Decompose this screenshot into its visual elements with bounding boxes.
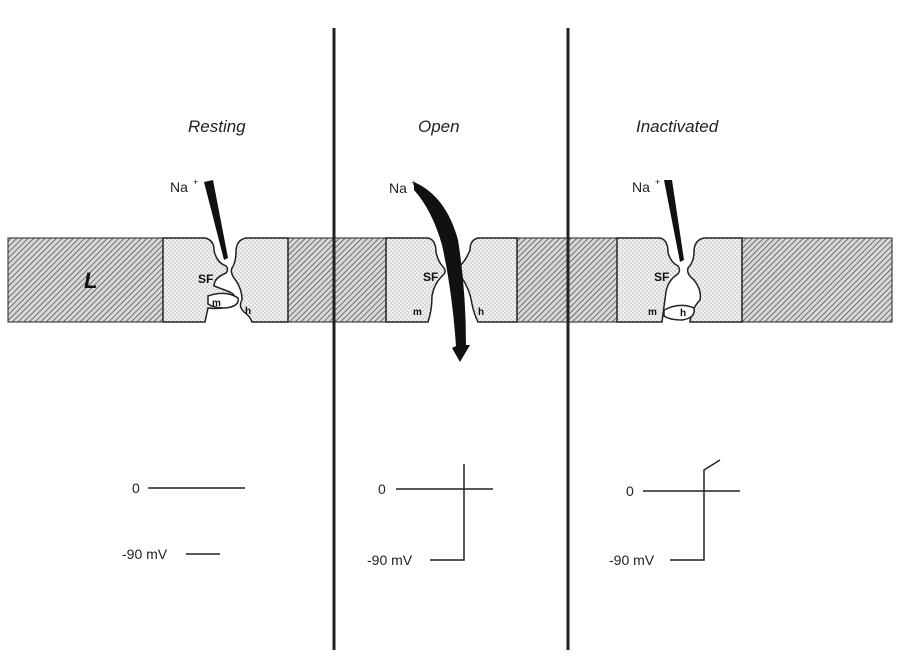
channel-protein-left (616, 237, 681, 323)
na-ion-charge: + (193, 177, 198, 187)
selectivity-filter-label: SF (423, 270, 438, 284)
selectivity-filter-label: SF (654, 270, 669, 284)
lipid-bilayer-left (7, 237, 164, 323)
voltage-trace-open: 0 -90 mV (367, 464, 493, 568)
lipid-bilayer-right (741, 237, 893, 323)
voltage-trace-resting: 0 -90 mV (122, 480, 245, 562)
lipid-bilayer-segment-1 (287, 237, 387, 323)
h-gate (663, 304, 695, 321)
na-ion-label: Na (632, 179, 650, 195)
minus90-mv-label: -90 mV (122, 546, 168, 562)
panel-title-inactivated: Inactivated (636, 117, 719, 136)
na-ion-label: Na (389, 180, 407, 196)
membrane-label: L (84, 268, 97, 293)
m-gate (207, 292, 239, 309)
minus90-mv-label: -90 mV (367, 552, 413, 568)
h-gate-label: h (245, 306, 251, 317)
panel-title-resting: Resting (188, 117, 246, 136)
h-gate-label: h (680, 308, 686, 319)
channel-protein-right (686, 237, 743, 323)
na-ion-charge: + (411, 178, 416, 188)
channel-protein-left (385, 237, 446, 323)
channel-inactivated: Na + SF m h (616, 177, 743, 323)
zero-mv-label: 0 (626, 483, 634, 499)
zero-mv-label: 0 (378, 481, 386, 497)
m-gate-label: m (413, 307, 422, 318)
h-gate-label: h (478, 307, 484, 318)
voltage-step (430, 464, 465, 561)
panel-title-open: Open (418, 117, 460, 136)
channel-protein-right (230, 237, 289, 323)
na-ion-charge: + (655, 177, 660, 187)
channel-protein-right (457, 237, 518, 323)
na-flow-arrow (414, 182, 470, 362)
na-arrow-resting (204, 180, 228, 260)
channel-open: Na + SF m h (385, 178, 518, 362)
zero-mv-label: 0 (132, 480, 140, 496)
minus90-mv-label: -90 mV (609, 552, 655, 568)
na-arrow-inactivated (664, 180, 684, 262)
voltage-step (670, 459, 721, 561)
voltage-trace-inactivated: 0 -90 mV (609, 459, 740, 568)
m-gate-label: m (648, 307, 657, 318)
m-gate-label: m (212, 298, 221, 309)
na-ion-label: Na (170, 179, 188, 195)
channel-resting: Na + SF m h L (84, 177, 289, 323)
selectivity-filter-label: SF (198, 272, 213, 286)
